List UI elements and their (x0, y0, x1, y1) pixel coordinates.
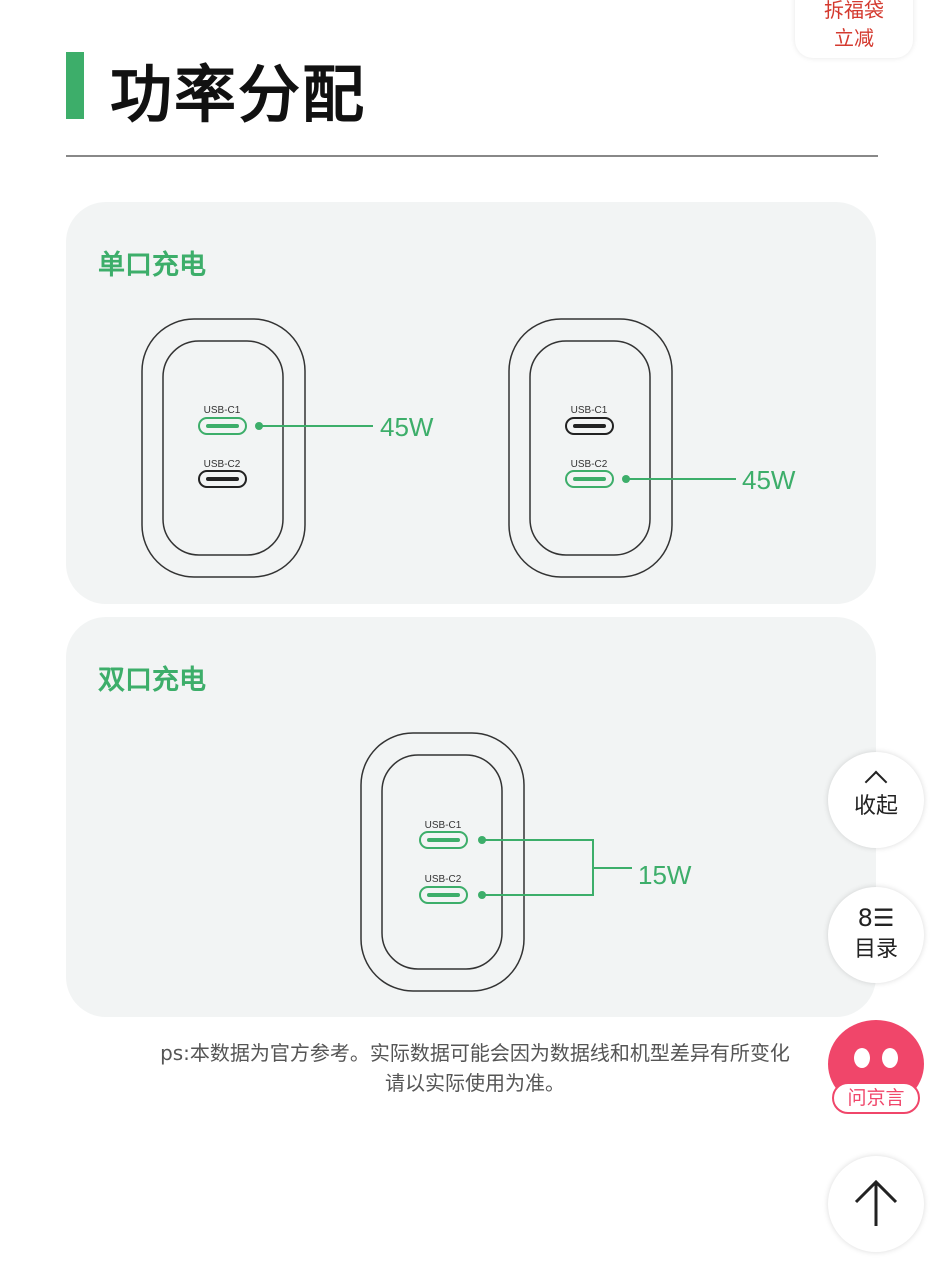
dual-port-panel (66, 617, 876, 1017)
promo-line2: 立减 (834, 26, 874, 50)
charger-face (381, 754, 503, 970)
port-label: USB-C2 (204, 459, 241, 470)
note-line1: ps:本数据为官方参考。实际数据可能会因为数据线和机型差异有所变化 (160, 1041, 790, 1065)
collapse-button[interactable]: 收起 (828, 752, 924, 848)
charger-face (529, 340, 651, 556)
assistant-label: 问京言 (832, 1082, 920, 1114)
power-label: 45W (742, 465, 796, 495)
section-title-single: 单口充电 (98, 250, 206, 281)
note-line2: 请以实际使用为准。 (385, 1071, 565, 1095)
port-label: USB-C1 (204, 405, 241, 416)
usb-c-port (198, 470, 247, 488)
power-label: 45W (380, 412, 434, 442)
list-icon: 8☰ (857, 904, 895, 932)
disclaimer-note: ps:本数据为官方参考。实际数据可能会因为数据线和机型差异有所变化 请以实际使用… (60, 1038, 890, 1098)
assistant-button[interactable]: 问京言 (828, 1020, 924, 1116)
usb-c-port-active (419, 886, 468, 904)
page-title: 功率分配 (110, 58, 367, 131)
port-label: USB-C2 (425, 874, 462, 885)
port-label: USB-C1 (571, 405, 608, 416)
charger-outline (360, 732, 525, 992)
arrow-up-icon (854, 1179, 898, 1226)
collapse-label: 收起 (853, 794, 898, 819)
toc-label: 目录 (853, 937, 898, 962)
port-label: USB-C1 (425, 820, 462, 831)
charger-outline (141, 318, 306, 578)
back-to-top-button[interactable] (828, 1156, 924, 1252)
divider (66, 155, 878, 157)
usb-c-port-active (419, 831, 468, 849)
power-label: 15W (638, 860, 692, 890)
port-label: USB-C2 (571, 459, 608, 470)
charger-face (162, 340, 284, 556)
usb-c-port-active (565, 470, 614, 488)
section-title-dual: 双口充电 (98, 665, 206, 696)
usb-c-port-active (198, 417, 247, 435)
charger-outline (508, 318, 673, 578)
promo-badge[interactable]: 拆福袋 立减 (795, 0, 913, 58)
toc-button[interactable]: 8☰ 目录 (828, 887, 924, 983)
promo-line1: 拆福袋 (824, 0, 884, 22)
title-accent-bar (66, 52, 84, 119)
single-port-panel (66, 202, 876, 604)
usb-c-port (565, 417, 614, 435)
